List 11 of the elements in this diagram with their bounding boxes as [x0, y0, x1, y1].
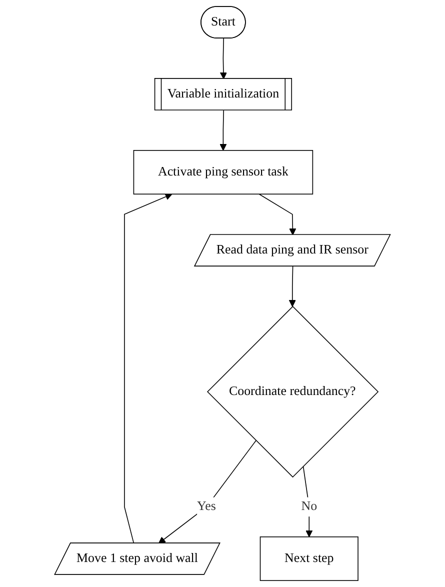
arrow: [124, 193, 172, 544]
arrow: [258, 194, 296, 236]
node-box: Activate ping sensor task: [133, 150, 314, 194]
arrow: [220, 38, 228, 80]
node-box: Next step: [260, 536, 358, 581]
edge-label: Yes: [197, 500, 216, 514]
arrow: [158, 440, 256, 544]
arrow: [288, 266, 296, 307]
node-diamond: Coordinate redundancy?: [207, 306, 379, 478]
edge-label: No: [301, 500, 318, 514]
arrow: [220, 110, 227, 151]
